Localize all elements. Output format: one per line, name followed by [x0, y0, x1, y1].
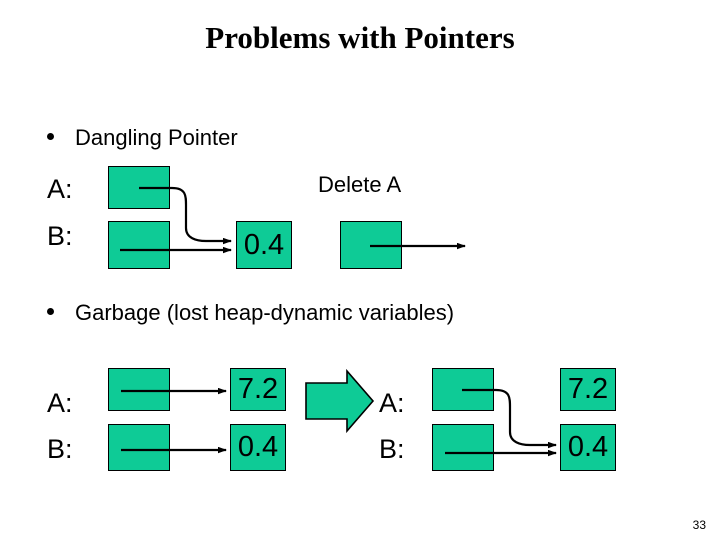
dangling-caption-delete-a: Delete A	[318, 172, 402, 197]
bullet-dot-icon	[47, 308, 54, 315]
garbage-before-var-label-a: A:	[47, 388, 73, 418]
garbage-before-a-cell	[108, 368, 170, 411]
bullet-label-garbage: Garbage (lost heap-dynamic variables)	[75, 300, 455, 325]
garbage-after-a-cell	[432, 368, 494, 411]
block-arrow-right-icon	[305, 368, 375, 434]
garbage-after-var-label-b: B:	[379, 434, 405, 464]
dangling-var-label-b: B:	[47, 221, 73, 251]
dangling-var-label-a: A:	[47, 174, 73, 204]
bullet-item-garbage: Garbage (lost heap-dynamic variables)	[47, 300, 454, 326]
bullet-item-dangling-pointer: Dangling Pointer	[47, 125, 238, 151]
garbage-after-orphan-value-box: 7.2	[560, 368, 616, 411]
garbage-after-shared-value-box: 0.4	[560, 424, 616, 471]
dangling-freed-cell	[340, 221, 402, 269]
garbage-after-b-cell	[432, 424, 494, 471]
page-title: Problems with Pointers	[205, 20, 515, 55]
garbage-before-b-cell	[108, 424, 170, 471]
garbage-after-var-label-a: A:	[379, 388, 405, 418]
dangling-b-cell	[108, 221, 170, 269]
bullet-dot-icon	[47, 133, 54, 140]
garbage-before-var-label-b: B:	[47, 434, 73, 464]
bullet-label-dangling-pointer: Dangling Pointer	[75, 125, 238, 150]
garbage-before-b-value-box: 0.4	[230, 424, 286, 471]
dangling-a-cell	[108, 166, 170, 209]
page-number: 33	[692, 518, 706, 532]
dangling-shared-value-box: 0.4	[236, 221, 292, 269]
garbage-before-a-value-box: 7.2	[230, 368, 286, 411]
